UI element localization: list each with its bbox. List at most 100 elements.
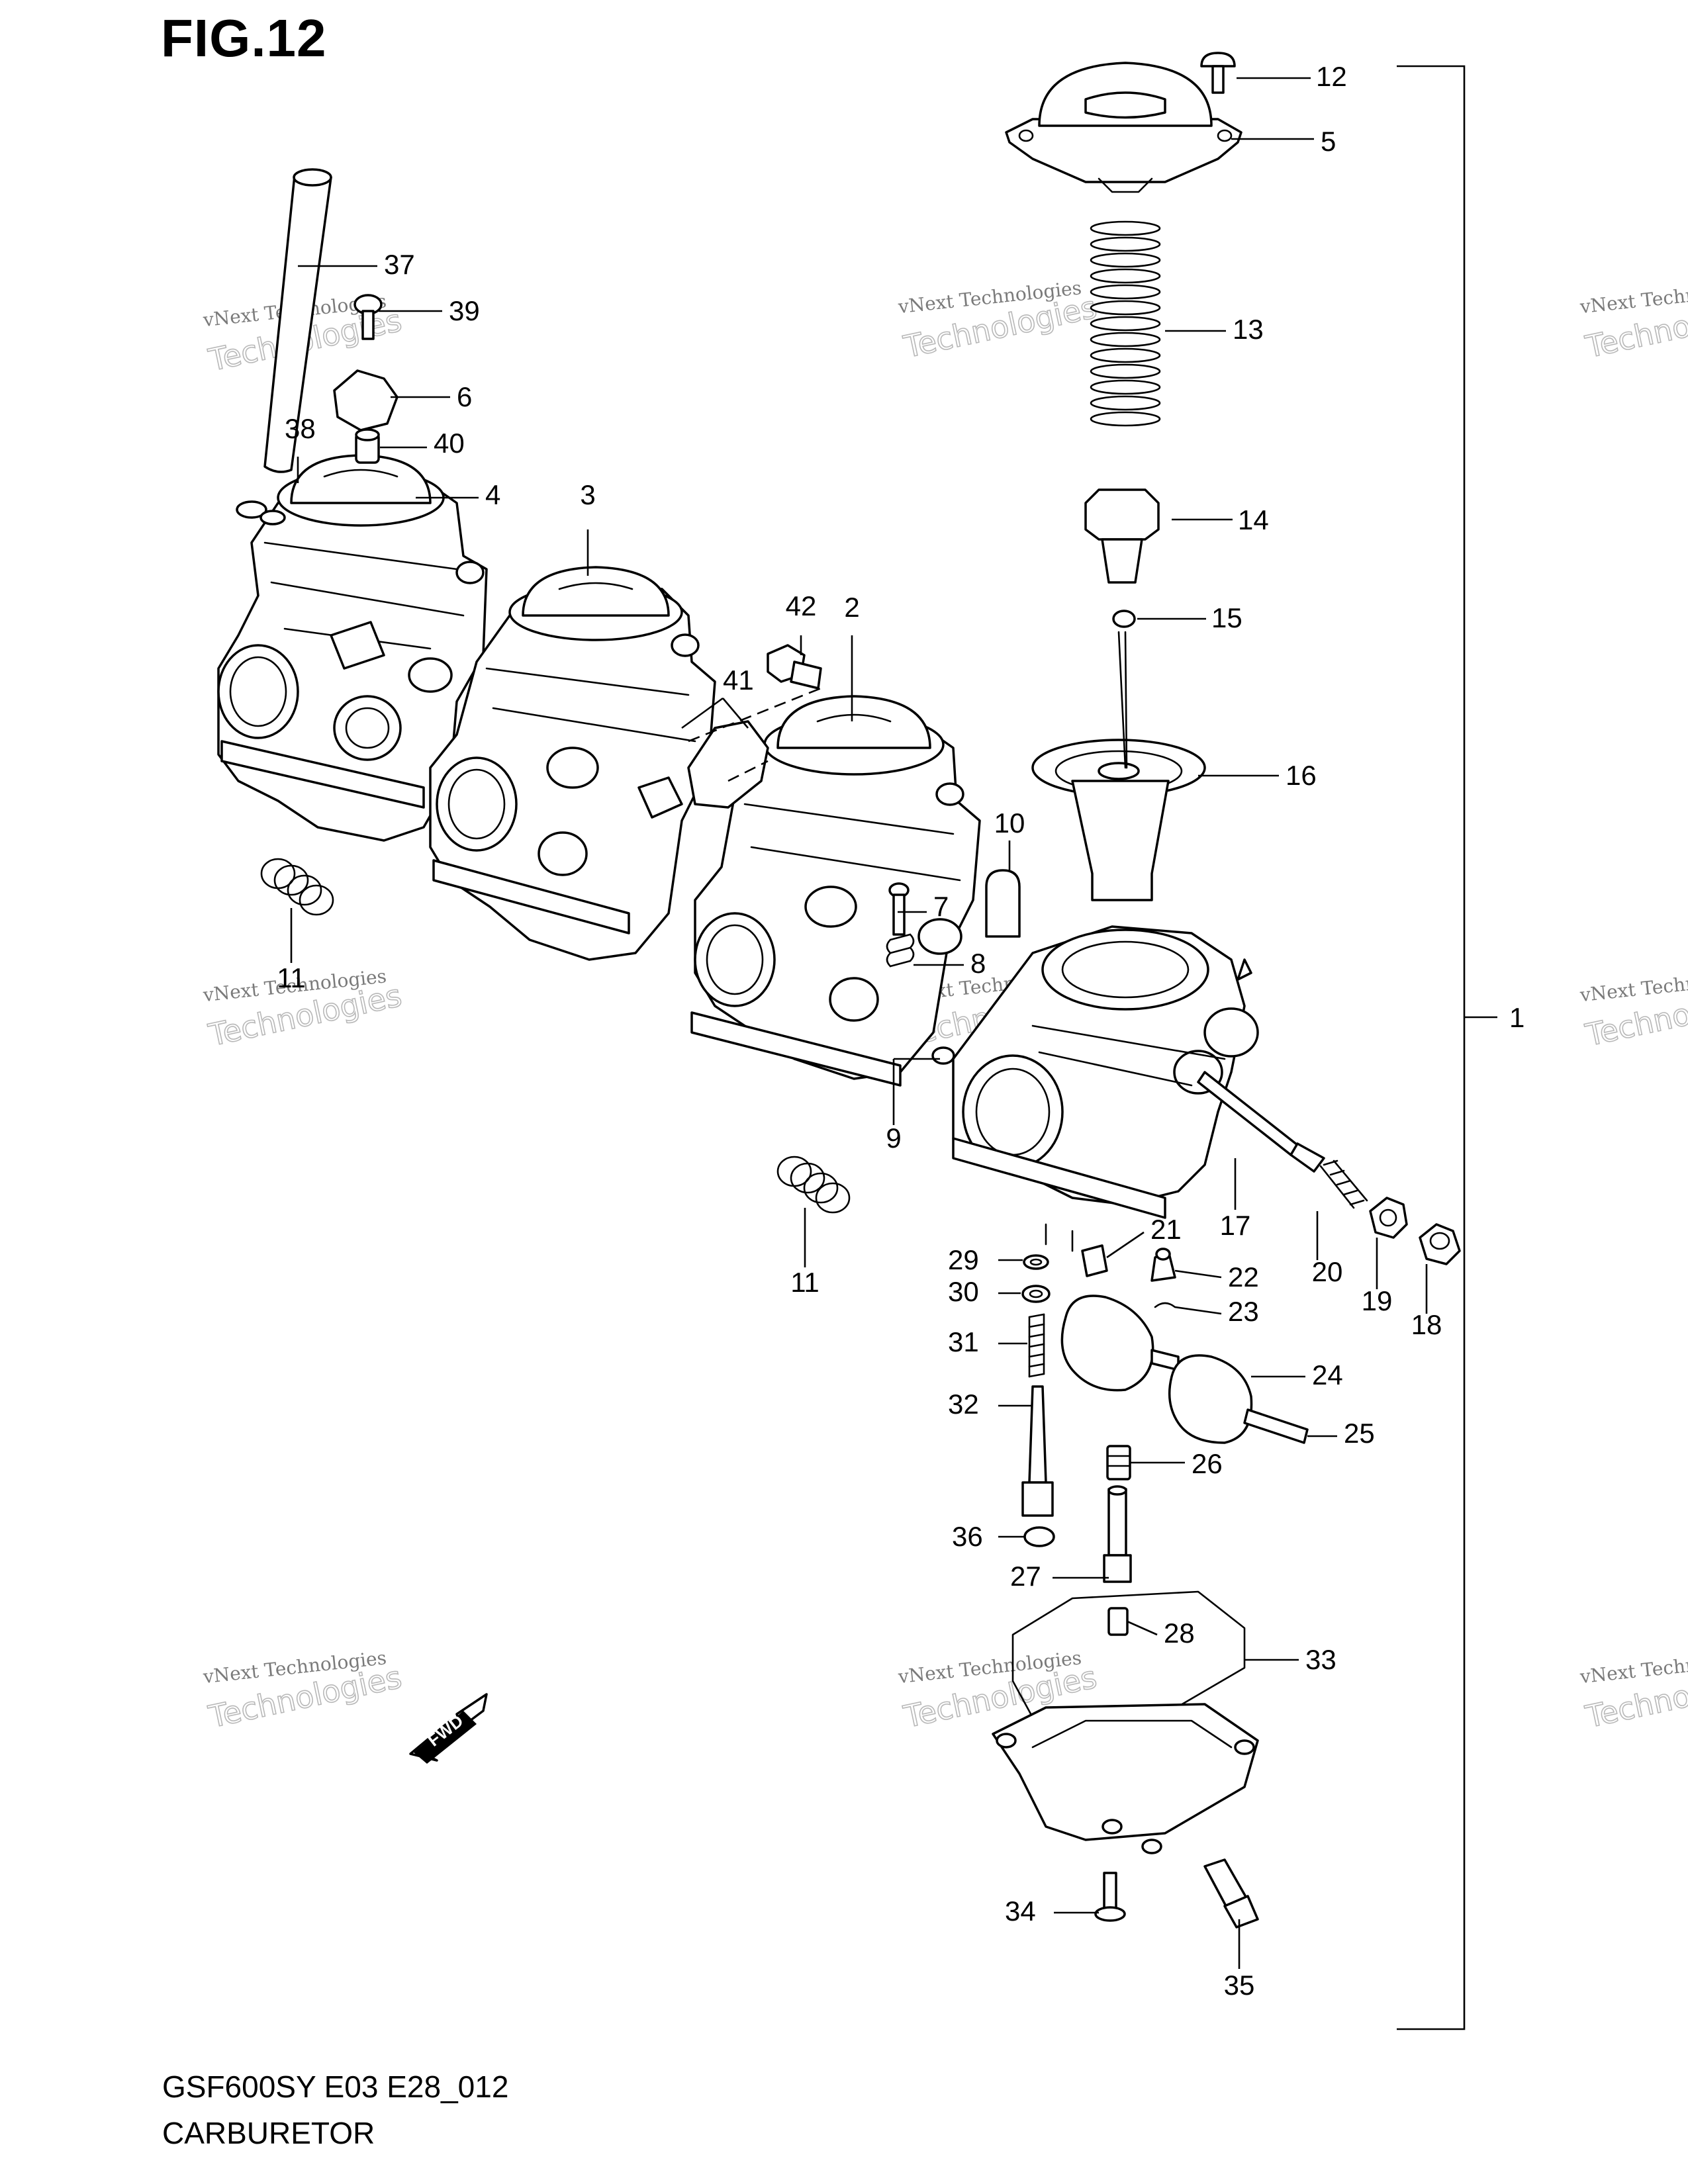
hose-37 [263,168,332,473]
float-chamber [992,1703,1259,1854]
spring-13-coil [1090,395,1161,411]
callout-label-10: 10 [994,807,1025,839]
callout-label-12: 12 [1316,61,1347,92]
washer-30 [1021,1285,1051,1303]
main-jet-26 [1106,1445,1131,1480]
jet-needle-15 [1112,610,1136,769]
callout-label-14: 14 [1238,504,1269,535]
bolt-42 [767,644,822,690]
callout-label-16: 16 [1286,760,1317,791]
callout-label-35: 35 [1224,1970,1255,2001]
callout-label-13: 13 [1233,314,1264,345]
spring-13-coil [1090,316,1161,332]
callout-label-9: 9 [886,1122,901,1154]
jet-21 [1081,1244,1108,1277]
spring-13-coil [1090,252,1161,268]
callout-label-29: 29 [948,1244,979,1275]
carburetor-body-3 [429,566,716,961]
forward-direction-arrow: FWD [409,1693,488,1764]
carburetor-body-2 [690,695,981,1087]
callout-label-15: 15 [1211,602,1243,633]
callout-label-33: 33 [1305,1644,1336,1675]
cap-18 [1419,1223,1461,1265]
screw-12 [1200,52,1236,94]
callout-label-3: 3 [580,479,595,510]
callout-label-25: 25 [1344,1418,1375,1449]
callout-label-30: 30 [948,1276,979,1307]
callout-labels: 1234567891011111213141516171819202122232… [277,61,1524,2001]
callout-label-41: 41 [723,664,754,696]
callout-label-19: 19 [1362,1285,1393,1316]
spring-13-coil [1090,284,1161,300]
callout-label-26: 26 [1192,1448,1223,1479]
leader-line [1174,1306,1222,1315]
needle-holder-14 [1084,488,1160,584]
callout-label-2: 2 [844,592,859,623]
o-ring-38 [236,500,286,525]
figure-title: FIG.12 [161,9,327,68]
spring-13-coil [1090,268,1161,284]
clip-23 [1154,1302,1176,1308]
section-name: CARBURETOR [162,2116,375,2150]
callout-label-18: 18 [1411,1309,1442,1340]
screw-34 [1094,1872,1126,1922]
leader-line [722,698,749,729]
callout-label-8: 8 [970,948,986,979]
linkage-clamp-41 [637,720,769,819]
callout-label-4: 4 [485,479,500,510]
carburetor-body-1 [952,925,1259,1252]
spring-13-coil [1090,236,1161,252]
diaphragm-16 [1031,739,1206,901]
spring-8 [886,933,915,968]
spring-13-coil [1090,220,1161,236]
callout-label-21: 21 [1150,1214,1182,1245]
callout-label-42: 42 [786,590,817,621]
callout-label-40: 40 [434,428,465,459]
jet-28 [1107,1607,1129,1636]
callout-label-38: 38 [285,413,316,444]
spring-13-coil [1090,332,1161,347]
small-screw-39 [353,294,383,340]
callout-label-20: 20 [1312,1256,1343,1287]
nut-19 [1369,1197,1408,1239]
spring-20 [1319,1160,1368,1209]
leader-line [1106,1231,1145,1259]
leader-lines [290,77,1428,1969]
callout-label-23: 23 [1228,1296,1259,1327]
top-cover-5 [1005,62,1243,193]
callout-label-32: 32 [948,1388,979,1420]
spring-31 [1028,1313,1045,1378]
callout-label-31: 31 [948,1326,979,1357]
spring-13 [1090,220,1161,427]
leader-line [1174,1269,1222,1279]
callout-label-17: 17 [1220,1210,1251,1241]
linkage-dashed-line [688,687,821,782]
gasket-33 [1011,1590,1246,1719]
spring-13-coil [1090,379,1161,395]
o-ring-9 [931,1046,955,1065]
float-pin-25 [1243,1408,1309,1444]
spring-13-coil [1090,363,1161,379]
cap-10 [985,869,1021,938]
callout-label-36: 36 [952,1521,983,1552]
callout-label-39: 39 [449,295,480,326]
callout-label-27: 27 [1010,1561,1041,1592]
spring-13-coil [1090,300,1161,316]
spring-13-coil [1090,411,1161,427]
float-24 [1060,1295,1253,1444]
callout-label-28: 28 [1164,1617,1195,1649]
callout-label-1: 1 [1509,1002,1524,1033]
spring-11-right [776,1156,851,1214]
assembly-bracket [1397,65,1497,2030]
spring-13-coil [1090,347,1161,363]
leader-line [1127,1620,1158,1636]
callout-label-11: 11 [277,962,306,993]
callout-label-11: 11 [790,1267,820,1298]
float-valve-22 [1150,1248,1176,1282]
callout-label-6: 6 [457,381,472,412]
washer-29 [1023,1254,1049,1270]
callout-label-22: 22 [1228,1261,1259,1293]
model-code: GSF600SY E03 E28_012 [162,2070,509,2104]
